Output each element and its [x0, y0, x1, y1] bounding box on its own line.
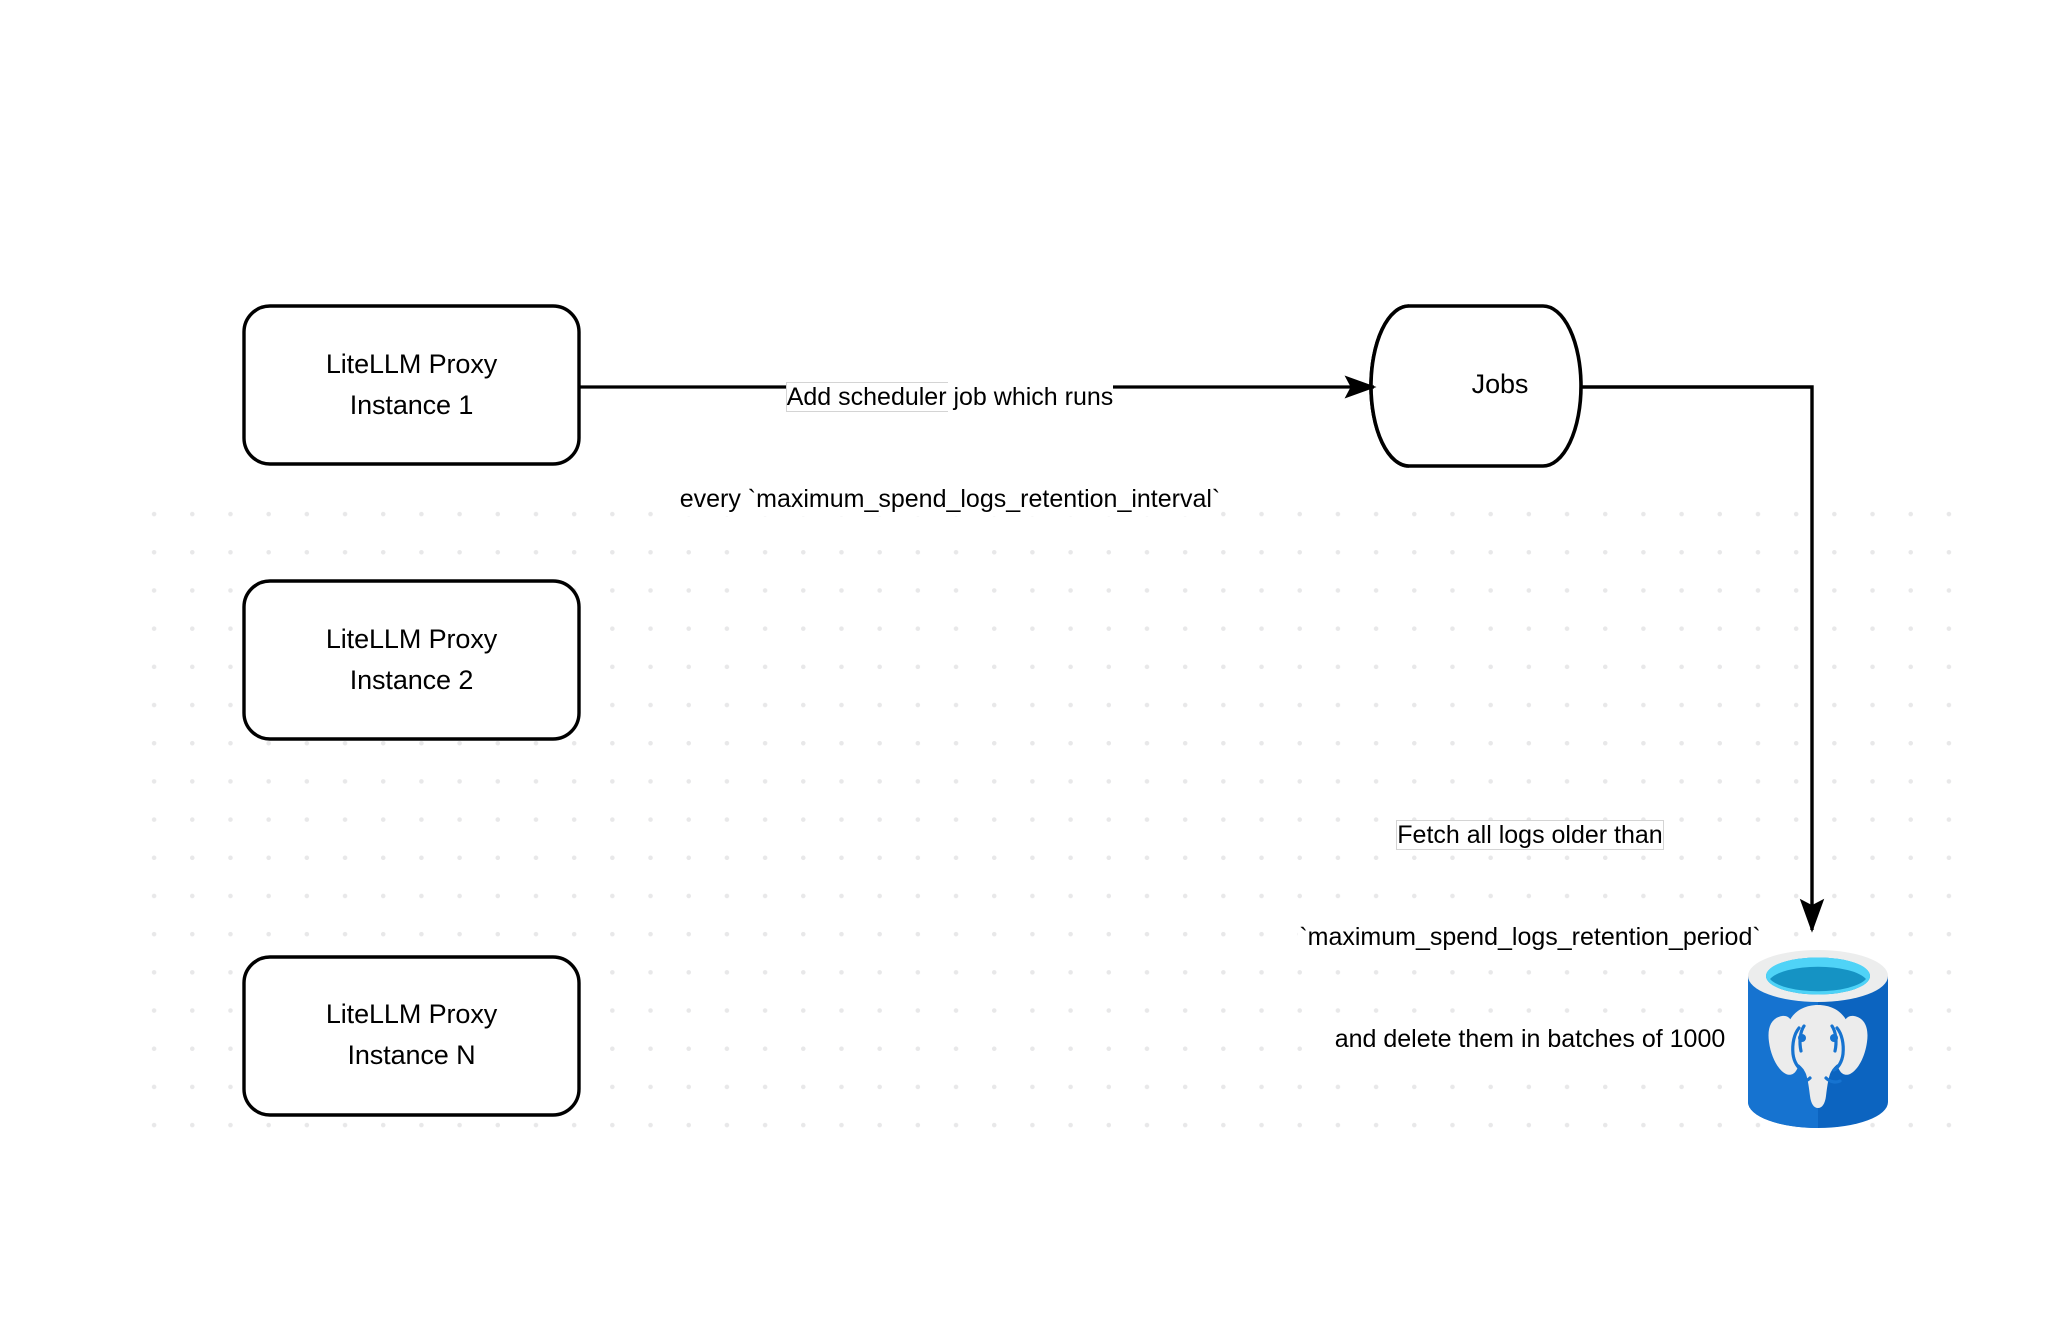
node-instance-1-shape[interactable]	[242, 304, 581, 466]
postgresql-database-icon[interactable]	[1744, 950, 1892, 1128]
node-instance-n-shape[interactable]	[242, 955, 581, 1117]
node-instance-2-shape[interactable]	[242, 579, 581, 741]
node-jobs-shape[interactable]	[1369, 304, 1583, 468]
edge-jobs-to-database	[1581, 385, 1825, 933]
